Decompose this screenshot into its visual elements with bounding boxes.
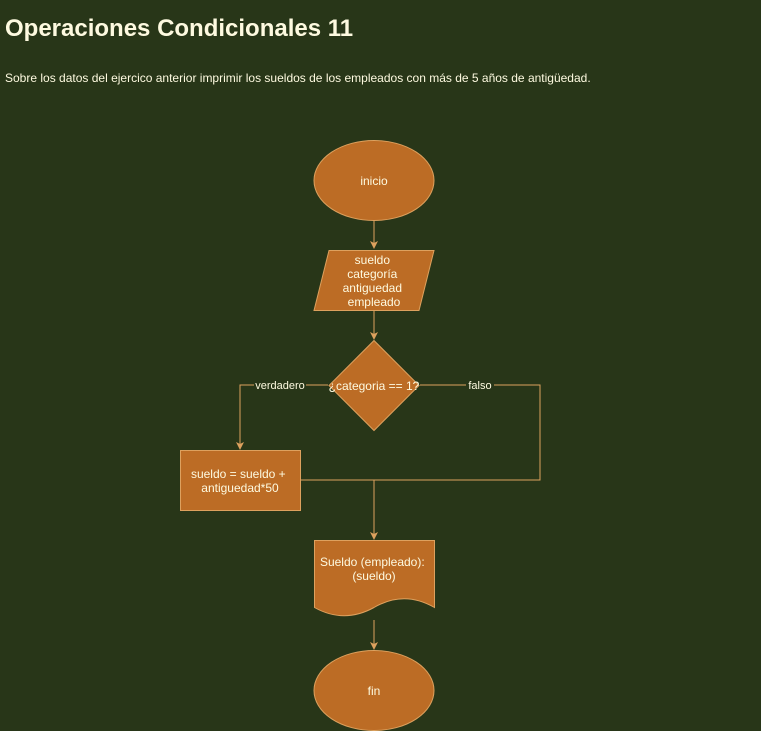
node-fin: fin <box>313 650 435 731</box>
node-inicio: inicio <box>313 140 435 221</box>
node-input-data: sueldo categoría antiguedad empleado <box>313 250 435 311</box>
input-label: sueldo categoría antiguedad empleado <box>343 253 406 309</box>
input-parallelogram <box>313 250 435 311</box>
start-ellipse <box>313 140 435 221</box>
start-label-line: inicio <box>360 174 388 188</box>
edge-label-falso: falso <box>468 380 491 392</box>
process-label: sueldo = sueldo + antiguedad*50 <box>191 467 289 495</box>
input-line-categoria: categoría <box>347 267 397 281</box>
input-line-antiguedad: antiguedad <box>343 281 402 295</box>
decision-label: ¿categoria == 1? <box>329 379 420 393</box>
node-output: Sueldo (empleado): (sueldo) <box>314 540 435 617</box>
false-label-bg <box>466 378 494 392</box>
end-label: fin <box>368 684 381 698</box>
start-label: inicio <box>360 174 388 188</box>
output-document <box>314 540 435 617</box>
page-description: Sobre los datos del ejercico anterior im… <box>5 71 591 85</box>
input-line-sueldo: sueldo <box>355 253 391 267</box>
decision-diamond <box>328 339 420 432</box>
edge-decision-true <box>236 384 328 450</box>
output-line-1: Sueldo (empleado): <box>320 555 425 569</box>
output-label: Sueldo (empleado): (sueldo) <box>320 555 428 583</box>
page-title: Operaciones Condicionales 11 <box>5 15 354 42</box>
process-line-2: antiguedad*50 <box>201 481 279 495</box>
node-process: sueldo = sueldo + antiguedad*50 <box>180 450 301 511</box>
input-line-empleado: empleado <box>348 295 401 309</box>
edge-label-verdadero: verdadero <box>255 380 305 392</box>
output-line-2: (sueldo) <box>352 569 395 583</box>
process-rect <box>180 450 301 511</box>
decision-label-line: ¿categoria == 1? <box>329 379 420 393</box>
process-line-1: sueldo = sueldo + <box>191 467 286 481</box>
node-decision: ¿categoria == 1? <box>328 339 420 432</box>
end-label-line: fin <box>368 684 381 698</box>
true-label-bg <box>254 378 306 392</box>
